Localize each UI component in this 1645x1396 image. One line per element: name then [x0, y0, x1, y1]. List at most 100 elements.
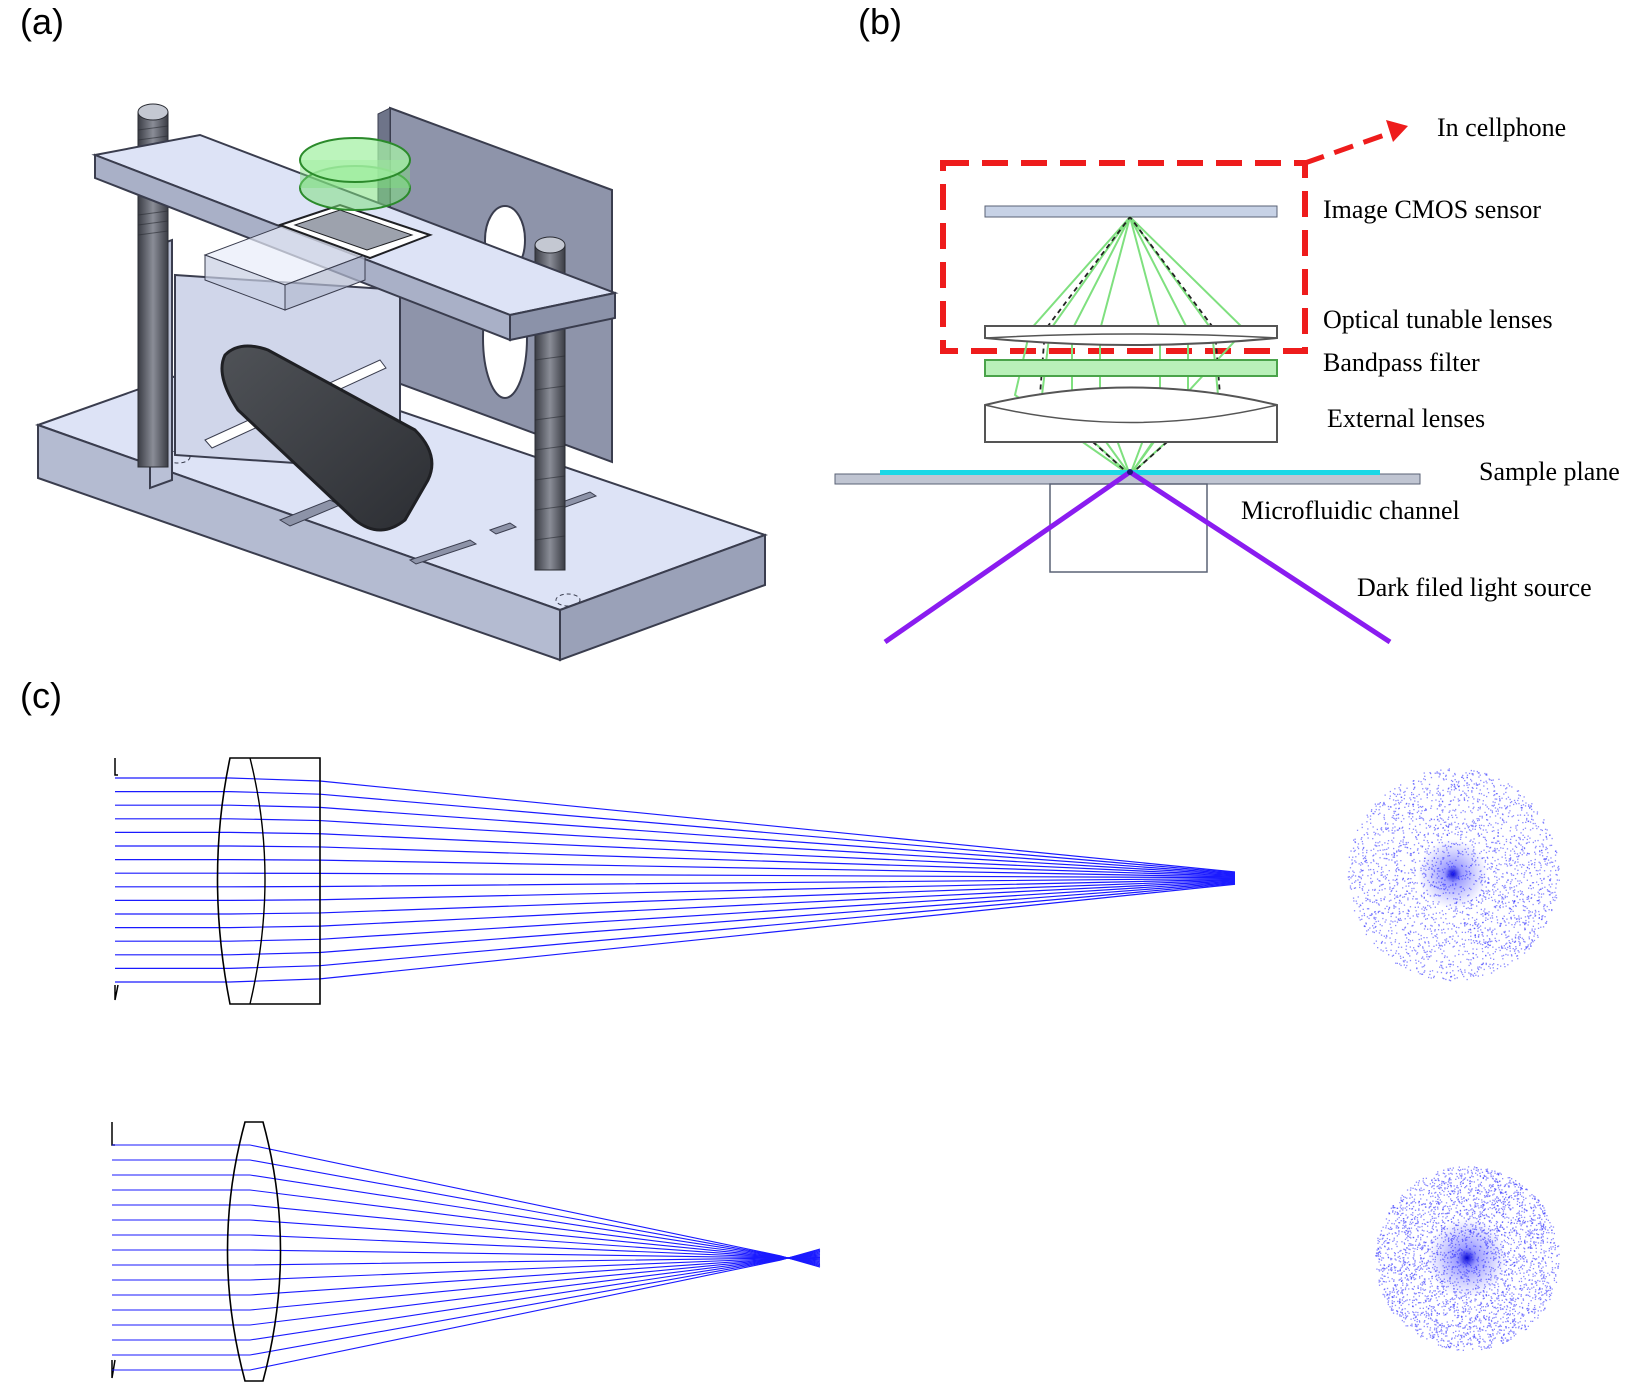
spot-dot	[1521, 846, 1524, 848]
spot-dot	[1481, 1201, 1483, 1203]
spot-dot	[1412, 1263, 1414, 1265]
spot-dot	[1491, 804, 1493, 807]
spot-dot	[1400, 840, 1402, 842]
spot-dot	[1504, 1271, 1506, 1273]
spot-dot	[1366, 832, 1368, 834]
spot-dot	[1547, 1229, 1549, 1231]
spot-dot	[1379, 1255, 1381, 1257]
spot-dot	[1386, 935, 1388, 938]
spot-dot	[1540, 1236, 1543, 1238]
spot-dot	[1471, 1321, 1474, 1323]
spot-dot	[1409, 959, 1412, 962]
spot-dot	[1479, 1175, 1481, 1177]
spot-dot	[1455, 1172, 1458, 1175]
spot-dot	[1498, 1189, 1501, 1191]
spot-dot	[1401, 799, 1403, 802]
spot-dot	[1444, 829, 1446, 831]
spot-dot	[1418, 1209, 1420, 1211]
spot-dot	[1384, 794, 1386, 796]
spot-dot	[1485, 804, 1487, 806]
spot-dot	[1544, 1285, 1547, 1287]
spot-dot	[1473, 1198, 1475, 1200]
spot-dot	[1493, 970, 1495, 972]
spot-dot	[1498, 840, 1500, 842]
spot-dot	[1381, 1278, 1384, 1280]
spot-dot	[1493, 837, 1495, 839]
spot-dot	[1551, 909, 1553, 912]
spot-dot	[1388, 830, 1390, 832]
spot-dot	[1500, 945, 1503, 947]
spot-dot	[1401, 928, 1404, 931]
spot-dot	[1375, 808, 1377, 811]
spot-dot	[1456, 910, 1459, 912]
spot-dot	[1458, 1314, 1460, 1317]
spot-dot	[1387, 911, 1389, 913]
spot-dot	[1389, 790, 1391, 793]
spot-dot	[1525, 906, 1527, 908]
spot-dot	[1427, 900, 1429, 903]
spot-dot	[1472, 1209, 1474, 1211]
spot-dot	[1381, 1283, 1383, 1285]
spot-dot	[1415, 1240, 1417, 1242]
spot-dot	[1512, 1227, 1514, 1229]
spot-dot	[1495, 810, 1497, 812]
spot-dot	[1502, 1292, 1504, 1294]
spot-dot	[1493, 849, 1495, 851]
spot-dot	[1408, 885, 1410, 887]
spot-dot	[1479, 1213, 1481, 1216]
spot-dot	[1554, 1248, 1556, 1251]
spot-dot	[1408, 1243, 1410, 1245]
spot-dot	[1480, 1320, 1482, 1322]
spot-dot	[1461, 878, 1463, 880]
spot-dot	[1534, 858, 1536, 861]
spot-dot	[1502, 847, 1504, 849]
spot-dot	[1512, 940, 1514, 942]
spot-dot	[1540, 866, 1542, 869]
spot-dot	[1422, 946, 1424, 948]
spot-dot	[1418, 793, 1420, 796]
spot-dot	[1420, 962, 1422, 964]
spot-dot	[1451, 1268, 1453, 1271]
spot-dot	[1524, 836, 1526, 839]
spot-dot	[1526, 1308, 1528, 1310]
spot-dot	[1538, 861, 1540, 863]
spot-dot	[1542, 915, 1544, 917]
spot-dot	[1449, 1306, 1452, 1308]
spot-dot	[1490, 1279, 1492, 1281]
spot-dot	[1510, 842, 1512, 844]
spot-dot	[1407, 953, 1409, 955]
spot-dot	[1418, 1302, 1420, 1304]
spot-dot	[1482, 1177, 1484, 1179]
spot-dot	[1405, 1221, 1407, 1223]
spot-dot	[1413, 949, 1416, 951]
spot-dot	[1503, 1252, 1506, 1254]
spot-dot	[1518, 1293, 1520, 1295]
spot-dot	[1551, 909, 1553, 911]
spot-dot	[1507, 954, 1509, 956]
spot-dot	[1411, 1202, 1413, 1204]
spot-dot	[1424, 925, 1426, 927]
spot-dot	[1440, 798, 1442, 800]
spot-dot	[1441, 1285, 1443, 1287]
spot-dot	[1498, 849, 1500, 852]
spot-dot	[1548, 909, 1550, 911]
spot-dot	[1516, 920, 1518, 923]
spot-dot	[1491, 1289, 1493, 1291]
spot-dot	[1431, 970, 1434, 972]
spot-dot	[1423, 1257, 1425, 1259]
spot-dot	[1410, 1324, 1412, 1327]
spot-dot	[1398, 899, 1401, 901]
spot-dot	[1493, 1306, 1495, 1309]
spot-dot	[1469, 840, 1471, 842]
spot-dot	[1413, 1263, 1416, 1265]
spot-dot	[1463, 946, 1465, 948]
spot-dot	[1428, 1193, 1430, 1195]
spot-dot	[1416, 902, 1418, 904]
spot-dot	[1389, 893, 1391, 895]
spot-dot	[1425, 1184, 1427, 1186]
spot-dot	[1522, 1222, 1524, 1224]
spot-dot	[1475, 940, 1477, 942]
spot-dot	[1350, 888, 1353, 890]
spot-dot	[1541, 887, 1544, 889]
spot-dot	[1455, 1346, 1458, 1348]
